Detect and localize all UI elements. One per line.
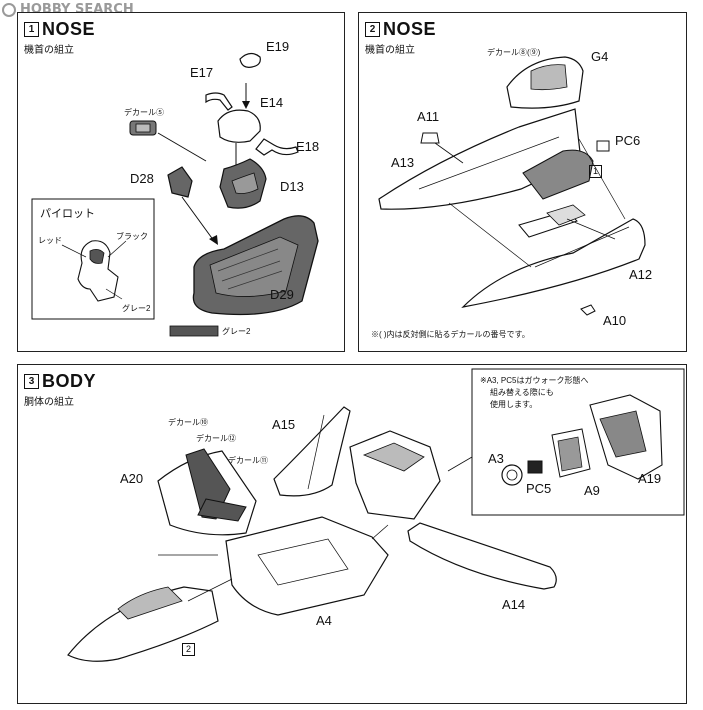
pilot-label-black: ブラック	[116, 232, 148, 241]
label-d28: D28	[130, 171, 154, 186]
label-decal10: デカール⑩	[168, 418, 208, 427]
part-e14-shape	[217, 109, 261, 143]
step1-panel: 1 NOSE 機首の組立	[17, 12, 345, 352]
step3-subtitle: 胴体の組立	[24, 397, 74, 408]
step2-header: 2 NOSE	[365, 19, 436, 40]
step2-subtitle: 機首の組立	[365, 45, 415, 56]
cockpit-assembly-shape	[522, 149, 594, 200]
label-decal5: デカール⑤	[124, 108, 164, 117]
label-e18: E18	[296, 139, 320, 154]
label-d29: D29	[270, 287, 294, 302]
label-pc5: PC5	[526, 481, 552, 496]
step3-number: 3	[24, 374, 39, 389]
label-a4: A4	[316, 613, 332, 628]
label-a10: A10	[603, 313, 627, 328]
inset-note-line3: 使用します。	[490, 400, 538, 409]
step2-diagram	[378, 56, 646, 316]
label-a15: A15	[272, 417, 296, 432]
part-a15-shape	[273, 406, 351, 497]
label-a20: A20	[120, 471, 144, 486]
part-e19-shape	[239, 52, 261, 68]
pilot-label-red: レッド	[38, 236, 62, 245]
ref-step1-box: 1	[589, 165, 602, 178]
part-e17-shape	[205, 92, 233, 111]
label-a3: A3	[488, 451, 504, 466]
part-pc5-shape	[527, 460, 543, 474]
step3-header: 3 BODY	[24, 371, 96, 392]
step2-number: 2	[365, 22, 380, 37]
label-pc6: PC6	[615, 133, 641, 148]
label-d13: D13	[280, 179, 304, 194]
step3-title: BODY	[42, 371, 97, 391]
pilot-label-grey: グレー2	[122, 304, 151, 313]
part-a14-shape	[407, 522, 557, 590]
part-a12-shape	[461, 218, 646, 308]
nose-section-shape	[67, 586, 219, 662]
step1-title: NOSE	[42, 19, 96, 39]
label-a14: A14	[502, 597, 526, 612]
label-a9: A9	[584, 483, 600, 498]
label-g4: G4	[591, 49, 609, 64]
label-a11: A11	[417, 109, 440, 124]
part-a13-shape	[378, 108, 582, 210]
step2-note: ※( )内は反対側に貼るデカールの番号です。	[371, 330, 530, 339]
part-a10-shape	[580, 304, 596, 316]
step2-panel: 2 NOSE 機首の組立 デカール⑧(⑨) G4 A11 PC6 A13 1 A…	[358, 12, 687, 352]
step1-header: 1 NOSE	[24, 19, 95, 40]
step1-subtitle: 機首の組立	[24, 45, 74, 56]
label-decal11: デカール⑪	[228, 456, 268, 465]
step1-diagram	[31, 52, 319, 337]
label-a12: A12	[629, 267, 653, 282]
step3-diagram	[67, 368, 685, 662]
legend-label: グレー2	[222, 327, 251, 336]
label-e19: E19	[266, 39, 290, 54]
part-e18-shape	[255, 138, 299, 156]
part-d28-shape	[167, 166, 193, 198]
label-decal12: デカール⑫	[196, 434, 236, 443]
part-pc6-shape	[596, 140, 610, 152]
step3-panel: 3 BODY 胴体の組立	[17, 364, 687, 704]
pilot-figure-shape	[77, 240, 119, 302]
label-decal89: デカール⑧(⑨)	[487, 48, 541, 57]
ref-step2-box: 2	[182, 643, 195, 656]
watermark-logo-icon	[2, 2, 16, 17]
label-a19: A19	[638, 471, 662, 486]
label-e14: E14	[260, 95, 284, 110]
step1-number: 1	[24, 22, 39, 37]
step2-title: NOSE	[383, 19, 437, 39]
label-a13: A13	[391, 155, 415, 170]
legend-swatch	[169, 325, 219, 337]
label-e17: E17	[190, 65, 214, 80]
inset-note-line1: ※A3, PC5はガウォーク形態へ	[480, 376, 589, 385]
part-a11-shape	[420, 132, 440, 144]
pilot-box-title: パイロット	[40, 208, 95, 220]
inset-note-line2: 組み替える際にも	[490, 388, 554, 397]
part-a4-shape	[225, 516, 389, 616]
